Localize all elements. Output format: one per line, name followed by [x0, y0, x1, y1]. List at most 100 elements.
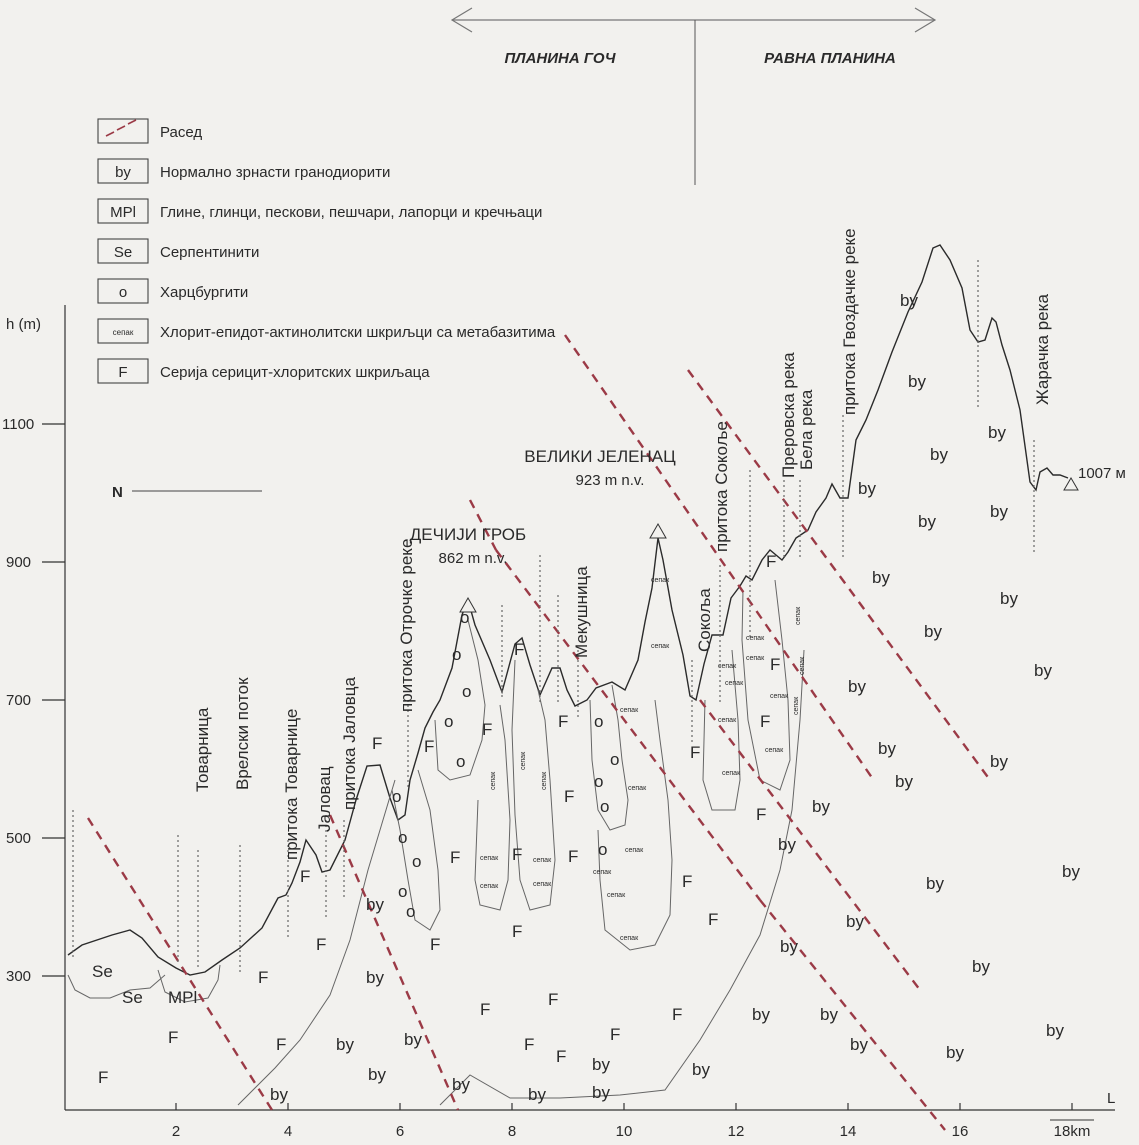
schist-body-5	[741, 579, 791, 791]
legend-swatch-serpentinite	[97, 238, 149, 264]
fault-symbol	[105, 119, 137, 137]
legend-swatch-sericite	[97, 358, 149, 384]
stream-prerovska: Преровска река	[779, 352, 798, 478]
stream-labels: Товарница Врелски поток притока Товарниц…	[193, 228, 1052, 860]
map-symbol-sepak: сепак	[725, 680, 744, 687]
mpl-contact	[157, 964, 221, 1003]
map-symbol-by: by	[1034, 661, 1052, 680]
map-symbol-by: by	[946, 1043, 964, 1062]
map-symbol-o: o	[456, 752, 465, 771]
map-symbol-sepak: сепак	[765, 747, 784, 754]
map-symbol-by: by	[990, 502, 1008, 521]
map-symbol-sepak: сепак	[718, 717, 737, 724]
stream-vrelski: Врелски поток	[233, 677, 252, 790]
map-symbol-o: o	[462, 682, 471, 701]
peak-marker-decji	[459, 596, 477, 613]
map-symbol-by: by	[752, 1005, 770, 1024]
stream-pritoka-gvozdachke: притока Гвоздачке реке	[840, 228, 859, 415]
schist-body-1	[474, 704, 511, 911]
legend-label-harzburgite: Харцбургити	[160, 284, 248, 301]
map-symbol-f: F	[424, 737, 434, 756]
map-symbol-by: by	[900, 291, 918, 310]
map-symbol-f: F	[708, 910, 718, 929]
map-symbol-f: F	[564, 787, 574, 806]
peak-marker-veliki	[649, 522, 667, 539]
map-symbol-sepak: сепак	[593, 869, 612, 876]
map-symbol-o: o	[406, 902, 415, 921]
x-tick-2: 2	[172, 1123, 180, 1140]
map-symbol-by: by	[872, 568, 890, 587]
schist-body-4	[702, 649, 741, 811]
region-header: ПЛАНИНА ГОЧ РАВНА ПЛАНИНА	[450, 7, 937, 185]
stream-pritoka-tovarnice: притока Товарнице	[282, 709, 301, 860]
map-symbol-se: Se	[92, 962, 113, 981]
map-symbol-f: F	[760, 712, 770, 731]
map-symbol-sepak: сепак	[718, 663, 737, 670]
legend-label-schist: Хлорит-епидот-актинолитски шкриљци са ме…	[160, 324, 556, 341]
y-axis-title: h (m)	[6, 316, 41, 333]
stream-jalovac: Јаловац	[315, 766, 334, 832]
map-symbol-by: by	[846, 912, 864, 931]
map-symbol-by: by	[592, 1055, 610, 1074]
map-symbol-by: by	[926, 874, 944, 893]
harzburgite-body-2	[434, 619, 486, 781]
map-symbol-by: by	[848, 677, 866, 696]
legend-label-sericite: Серија серицит-хлоритских шкриљаца	[160, 364, 430, 381]
map-symbol-by: by	[812, 797, 830, 816]
map-symbol-by: by	[820, 1005, 838, 1024]
legend-swatch-harzburgite	[97, 278, 149, 304]
stream-pritoka-sokolje: притока Сокоље	[712, 421, 731, 552]
faults	[86, 334, 991, 1131]
map-symbol-f: F	[682, 872, 692, 891]
map-symbol-sepak: сепак	[620, 707, 639, 714]
map-symbol-by: by	[592, 1083, 610, 1102]
schist-symbols: сепак сепак сепак сепак сепак сепак сепа…	[480, 577, 789, 942]
map-symbol-f: F	[450, 848, 460, 867]
fault-4	[564, 334, 876, 783]
map-symbol-sepak: сепак	[722, 770, 741, 777]
stream-tovarnica: Товарница	[193, 707, 212, 792]
map-symbol-by: by	[368, 1065, 386, 1084]
x-tick-16: 16	[952, 1123, 969, 1140]
map-symbol-by: by	[780, 937, 798, 956]
map-symbol-o: o	[610, 750, 619, 769]
x-tick-12: 12	[728, 1123, 745, 1140]
map-symbol-by: by	[878, 739, 896, 758]
map-symbol-sepak: сепак	[628, 785, 647, 792]
legend-symbol-sericite: F	[118, 364, 127, 381]
peak-veliki-name: ВЕЛИКИ ЈЕЛЕНАЦ	[524, 447, 676, 466]
map-symbol-se: Se	[122, 988, 143, 1007]
map-symbol-f: F	[690, 743, 700, 762]
stream-sokolja: Сокоља	[695, 588, 714, 652]
map-symbol-o: o	[460, 608, 469, 627]
map-symbol-f: F	[756, 805, 766, 824]
map-symbol-f: F	[258, 968, 268, 987]
rock-symbols: Se Se MPl F F F F F F F F F F F F F F F …	[92, 291, 1080, 1104]
map-symbol-by: by	[1000, 589, 1018, 608]
map-symbol-f: F	[524, 1035, 534, 1054]
map-symbol-f: F	[512, 845, 522, 864]
harzburgite-body-1	[391, 769, 441, 931]
map-symbol-f: F	[276, 1035, 286, 1054]
peak-marker-end	[1063, 477, 1079, 491]
geological-contacts	[67, 579, 805, 1106]
x-tick-6: 6	[396, 1123, 404, 1140]
map-symbol-o: o	[398, 882, 407, 901]
map-symbol-o: o	[398, 828, 407, 847]
legend-symbol-schist: сепак	[113, 328, 134, 337]
y-tick-300: 300	[6, 968, 31, 985]
map-symbol-by: by	[692, 1060, 710, 1079]
map-symbol-f: F	[430, 935, 440, 954]
map-symbol-sepak: сепак	[651, 643, 670, 650]
map-symbol-f: F	[558, 712, 568, 731]
region-left-label: ПЛАНИНА ГОЧ	[504, 50, 615, 67]
map-symbol-sepak: сепак	[490, 771, 497, 790]
map-symbol-f: F	[482, 720, 492, 739]
schist-symbols-vertical: сепак сепак сепак сепак сепак сепак	[490, 606, 806, 790]
map-symbol-o: o	[594, 712, 603, 731]
map-symbol-by: by	[1062, 862, 1080, 881]
map-symbol-o: o	[594, 772, 603, 791]
map-symbol-f: F	[300, 867, 310, 886]
map-symbol-mpl: MPl	[168, 988, 197, 1007]
